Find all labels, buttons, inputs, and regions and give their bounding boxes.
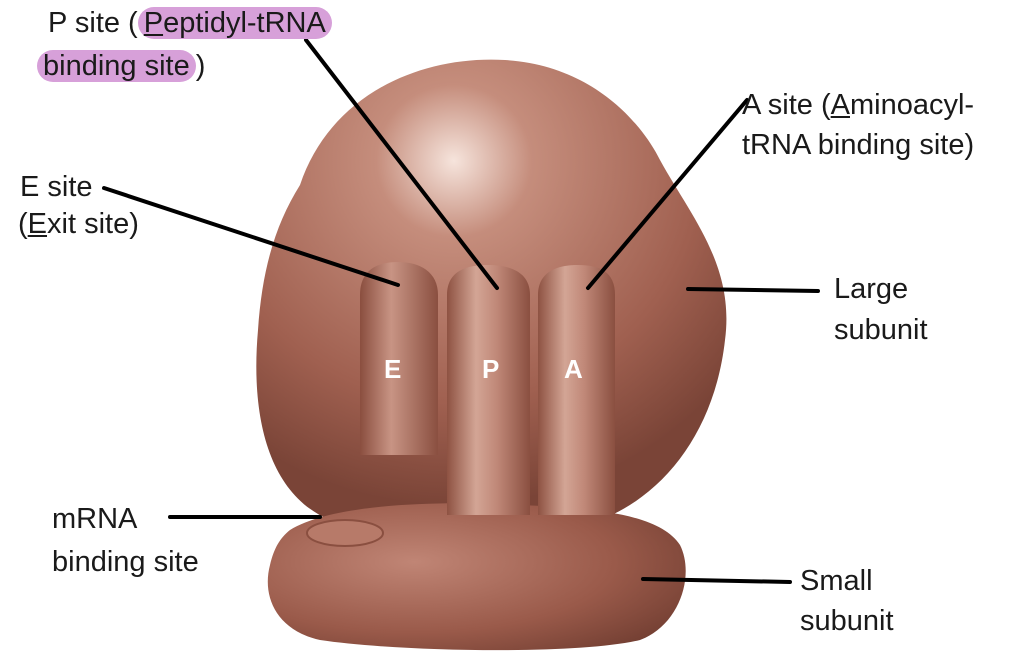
p-site-label-line2: binding site) xyxy=(37,47,205,85)
a-site-letter: A xyxy=(564,356,583,382)
p-site-letter: P xyxy=(482,356,499,382)
e-site-letter: E xyxy=(384,356,401,382)
e-site-label-underlined-letter: E xyxy=(28,208,47,240)
a-site-tube xyxy=(538,265,615,515)
e-site-label-line2-rest: xit site) xyxy=(47,208,139,240)
p-site-label-highlight-1: Peptidyl-tRNA xyxy=(138,7,332,39)
p-site-label: P site (Peptidyl-tRNA xyxy=(48,4,332,42)
a-site-label-line1-rest: minoacyl- xyxy=(850,89,974,121)
a-site-label-underlined-letter: A xyxy=(831,89,850,121)
small-subunit-label-line2: subunit xyxy=(800,602,894,640)
small-subunit-label: Small xyxy=(800,562,873,600)
a-site-label-line2: tRNA binding site) xyxy=(742,126,974,164)
p-site-label-highlight-2: binding site xyxy=(37,50,196,82)
a-site-label-prefix: A site ( xyxy=(742,89,831,121)
p-site-label-close: ) xyxy=(196,50,206,82)
mrna-binding-site-label: mRNA xyxy=(52,500,137,538)
large-subunit-label-line2: subunit xyxy=(834,311,928,349)
a-site-label: A site (Aminoacyl- xyxy=(742,86,974,124)
e-site-label: E site xyxy=(20,168,93,206)
large-subunit-label: Large xyxy=(834,270,908,308)
p-site-label-line1-rest: eptidyl-tRNA xyxy=(163,7,326,39)
e-site-label-line2: (Exit site) xyxy=(18,205,139,243)
e-site-label-open: ( xyxy=(18,208,28,240)
p-site-label-underlined-letter: P xyxy=(144,7,163,39)
large-subunit-leader xyxy=(688,289,818,291)
p-site-label-prefix: P site ( xyxy=(48,7,138,39)
mrna-groove-shape xyxy=(307,520,383,546)
mrna-binding-site-label-line2: binding site xyxy=(52,543,199,581)
p-site-tube xyxy=(447,265,530,515)
